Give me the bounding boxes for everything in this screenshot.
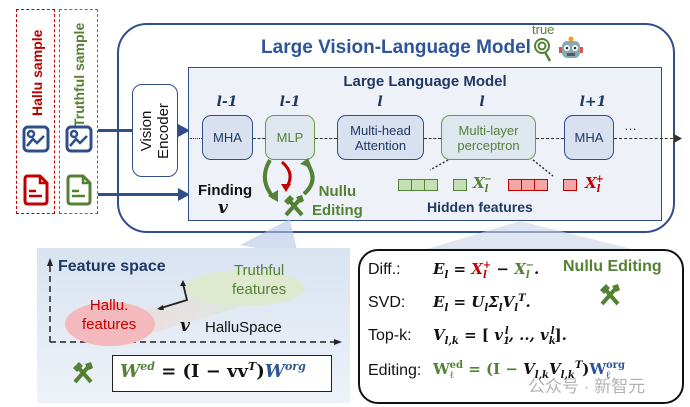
finding-v-symbol: v [218, 198, 228, 218]
arrow-head-icon [178, 188, 190, 201]
connector-line [190, 138, 202, 139]
hallu-feature-cube [521, 179, 535, 191]
feature-space-title: Feature space [58, 258, 166, 275]
document-icon [23, 174, 49, 206]
truthful-sample-box [59, 9, 98, 214]
magnifier-icon [534, 38, 552, 62]
truthful-feature-cube [398, 179, 412, 191]
arrow-head-icon [674, 134, 682, 143]
feature-space-axes [47, 258, 342, 345]
basis-vectors-icon [157, 280, 189, 310]
truthful-feature-cube [424, 179, 438, 191]
layer-index-label: l-1 [279, 94, 301, 110]
nullu-editing-panel [358, 249, 684, 404]
svd-row-label: SVD: [368, 294, 406, 311]
halluspace-v-symbol: v [180, 316, 190, 336]
lvlm-title: Large Vision-Language Model [261, 37, 531, 58]
llm-title: Large Language Model [343, 73, 507, 90]
svd-row-formula: El = UlΣlVlT. [433, 293, 531, 314]
hallu-feature-cube [508, 179, 522, 191]
image-icon [65, 125, 93, 153]
hallu-feature-cube [563, 179, 577, 191]
diff-row-label: Diff.: [368, 261, 401, 278]
document-icon [66, 174, 92, 206]
layer-index-label: l-1 [216, 94, 238, 110]
layer-index-label: l [479, 94, 485, 110]
mha-block: MHA [202, 115, 253, 160]
connector-line [424, 138, 441, 139]
true-badge-label: true [532, 22, 555, 37]
hammer-pick-icon [284, 195, 304, 217]
feature-blobs [65, 270, 305, 346]
truthful-feature-cube [453, 179, 467, 191]
multi-head-attention-block: Multi-head Attention [337, 115, 424, 160]
edit-loop-arrows-icon [262, 158, 315, 202]
mlp-block: MLP [265, 115, 315, 160]
layer-index-label: l [377, 94, 383, 110]
feature-extraction-lines [429, 159, 554, 177]
truthful-sample-label: Truthful sample [71, 22, 87, 127]
hammer-pick-icon [600, 284, 620, 306]
connector-line [253, 138, 265, 139]
hallu-features-label: Hallu.features [82, 297, 137, 333]
editing-formula-box [112, 355, 332, 392]
editing-formula: Wed = (I − vvT)Worg [120, 360, 306, 382]
x-plus-label: Xl+ [585, 174, 604, 195]
hidden-features-label: Hidden features [427, 199, 533, 215]
image-icon [22, 125, 50, 153]
mha-block: MHA [564, 115, 614, 160]
hallu-sample-box [16, 9, 55, 214]
finding-label: Finding [198, 182, 253, 199]
ellipsis: … [624, 118, 637, 133]
editing-row-label: Editing: [368, 362, 422, 379]
connector-line [536, 138, 564, 139]
watermark: 公众号 · 新智元 [528, 377, 646, 396]
nullu-editing-title: Nullu Editing [563, 258, 662, 275]
layer-index-label: l+1 [579, 94, 607, 110]
x-minus-label: Xl− [473, 174, 492, 195]
text-input-line [98, 193, 182, 196]
robot-icon [559, 36, 583, 58]
hallu-sample-label: Hallu sample [29, 29, 45, 116]
connector-line [315, 138, 337, 139]
multi-layer-perceptron-block: Multi-layer perceptron [441, 115, 536, 160]
hallu-feature-cube [534, 179, 548, 191]
editing-row-formula: Wℓed = (I − Vl,kVl,kT)Wℓorg [433, 360, 625, 381]
topk-row-formula: Vl,k = [ v1l, .., vkl]. [433, 326, 567, 347]
topk-row-label: Top-k: [368, 327, 412, 344]
diff-row-formula: El = Xl+ − Xl−. [433, 260, 540, 281]
hammer-pick-icon [73, 362, 93, 384]
image-input-line [98, 129, 132, 132]
connector-line [614, 138, 678, 139]
arrow-head-icon [178, 124, 190, 137]
truthful-feature-cube [411, 179, 425, 191]
halluspace-label: HalluSpace [205, 319, 282, 336]
callout-wedge [240, 219, 640, 255]
